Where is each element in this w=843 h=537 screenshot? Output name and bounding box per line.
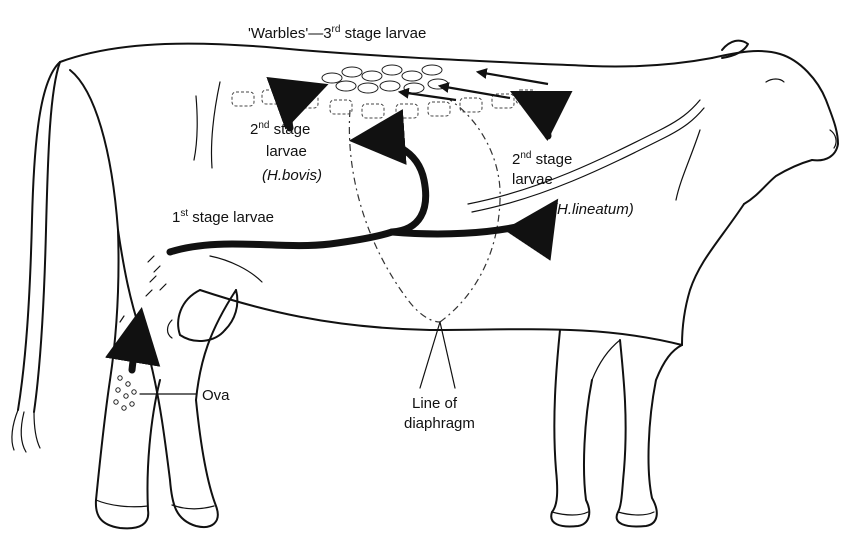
stage2-bovis-species: (H.bovis)	[262, 167, 322, 184]
warbles-label: 'Warbles'—3rd stage larvae	[248, 24, 426, 42]
stage1-migration-path	[170, 232, 392, 252]
diaphragm-label-line2: diaphragm	[404, 415, 475, 432]
diaphragm-label-line1: Line of	[412, 395, 458, 412]
back-arrow-1	[478, 72, 548, 84]
stage2-bovis-label: 2nd stage	[250, 120, 310, 138]
oesophagus-line-2	[472, 108, 704, 212]
stage1-label: 1st stage larvae	[172, 208, 274, 226]
lineatum-to-back-path	[520, 96, 548, 136]
stage2-bovis-label-line2: larvae	[266, 143, 307, 160]
bovis-migration-path	[360, 140, 426, 232]
ova-label: Ova	[202, 387, 230, 404]
cow-outline	[12, 41, 838, 529]
warble-cluster-top	[322, 65, 448, 93]
stage2-lineatum-label: 2nd stage	[512, 150, 572, 168]
back-arrow-2	[440, 86, 510, 98]
oesophagus-line	[468, 100, 700, 204]
ova-cluster	[114, 376, 136, 410]
back-arrow-3	[400, 92, 456, 100]
ova-migration-path	[132, 318, 140, 370]
stage2-lineatum-species: (H.lineatum)	[552, 201, 634, 218]
stage2-lineatum-label-line2: larvae	[512, 171, 553, 188]
